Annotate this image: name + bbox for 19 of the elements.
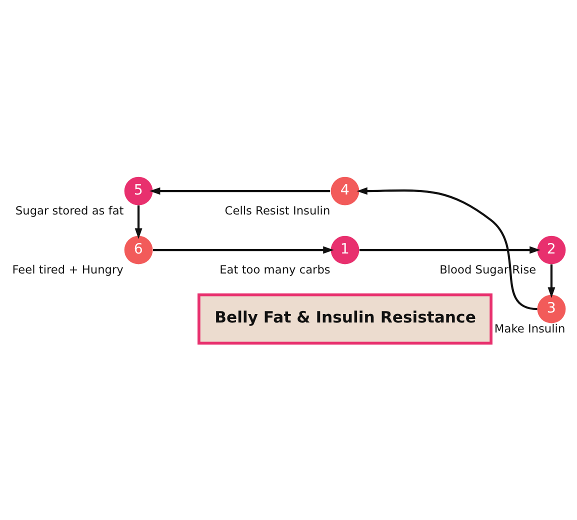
arrow xyxy=(356,187,538,310)
node-circle: 4 xyxy=(330,176,360,206)
node-circle: 5 xyxy=(124,176,153,206)
arrow xyxy=(134,205,142,239)
node-label: Feel tired + Hungry xyxy=(12,262,124,276)
node-circle: 1 xyxy=(330,236,360,264)
node-label: Make Insulin xyxy=(494,321,566,336)
node-circle: 2 xyxy=(537,236,566,264)
node-box: Belly Fat & Insulin Resistance xyxy=(198,293,492,345)
node-circle: 6 xyxy=(124,236,153,264)
node-label: Sugar stored as fat xyxy=(15,203,124,218)
node-circle: 3 xyxy=(537,294,566,324)
arrow xyxy=(360,246,540,254)
node-label: Blood Sugar Rise xyxy=(440,262,536,276)
arrow xyxy=(548,264,556,298)
arrow xyxy=(150,187,330,195)
node-label: Cells Resist Insulin xyxy=(224,203,330,218)
node-label: Eat too many carbs xyxy=(220,262,330,276)
arrow xyxy=(153,246,334,254)
